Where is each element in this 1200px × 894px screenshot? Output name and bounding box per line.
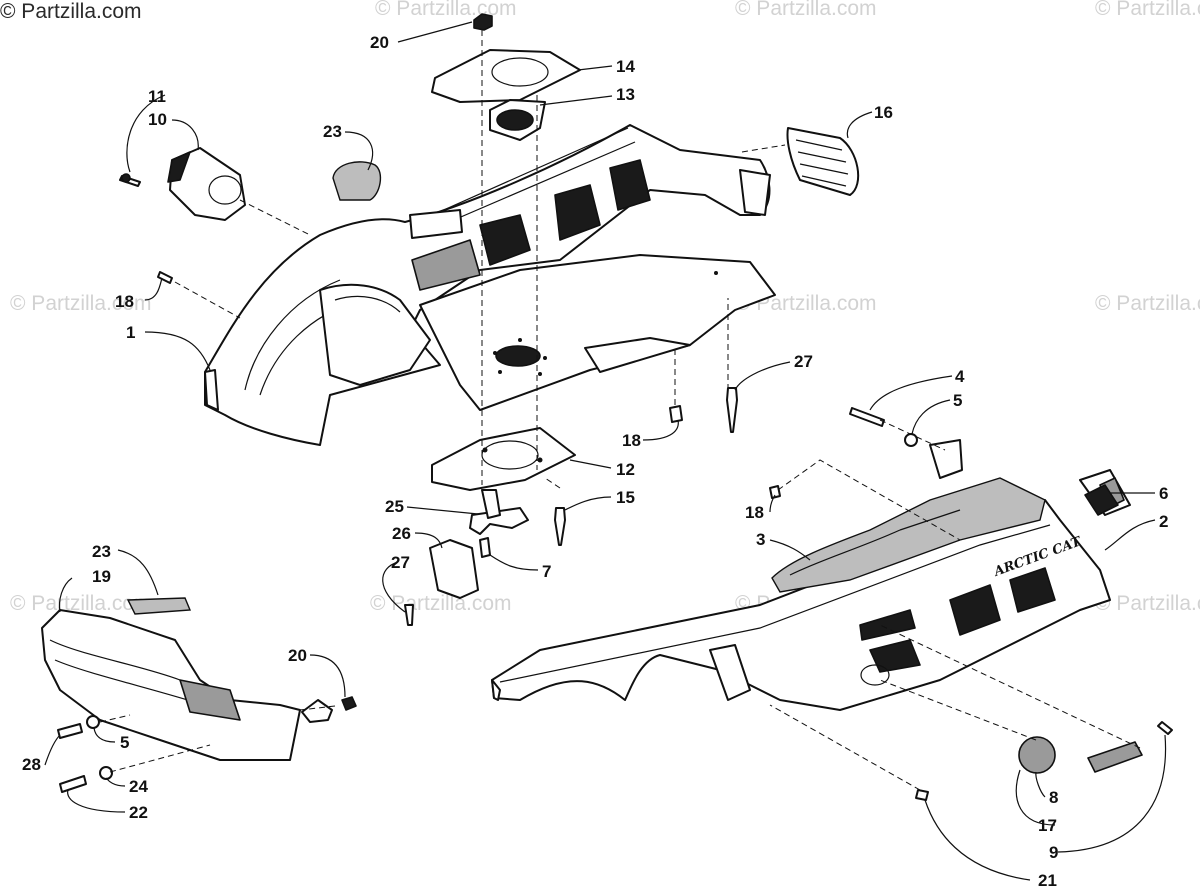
callout-14: 14 xyxy=(616,57,635,76)
callout-10: 10 xyxy=(148,110,167,129)
bottom-plate xyxy=(419,254,776,411)
callout-3: 3 xyxy=(756,530,765,549)
callout-18: 18 xyxy=(745,503,764,522)
watermark-top-left: © Partzilla.com xyxy=(0,0,142,23)
cap-part-17 xyxy=(1018,736,1056,774)
watermark-faded: © Partzilla.com xyxy=(1095,292,1200,315)
callout-17: 17 xyxy=(1038,816,1057,835)
callout-5: 5 xyxy=(953,391,962,410)
callout-11: 11 xyxy=(148,87,166,106)
callout-26: 26 xyxy=(392,524,411,543)
belly-pan-part-1 xyxy=(204,124,771,446)
callout-18: 18 xyxy=(115,292,134,311)
gasket-part-13 xyxy=(489,99,546,141)
callout-27: 27 xyxy=(391,553,410,572)
rivet-part-27 xyxy=(726,387,738,433)
callout-20: 20 xyxy=(370,33,389,52)
tray-part-19 xyxy=(41,597,301,761)
rivet-part-27b xyxy=(404,604,414,626)
watermark-faded: © Partzilla.com xyxy=(10,292,152,315)
screw-part-18 xyxy=(669,405,683,423)
callout-15: 15 xyxy=(616,488,635,507)
reflector-part-8 xyxy=(1087,741,1143,773)
callout-13: 13 xyxy=(616,85,635,104)
callout-25: 25 xyxy=(385,497,404,516)
screw-part-28 xyxy=(57,723,83,739)
bracket-part-25b xyxy=(481,489,501,519)
callout-21: 21 xyxy=(1038,871,1057,890)
callout-5: 5 xyxy=(120,733,129,752)
vent-boot-part-10 xyxy=(119,147,246,221)
callout-16: 16 xyxy=(874,103,893,122)
bracket-part-25 xyxy=(469,507,529,535)
grille-part-16 xyxy=(786,127,860,196)
base-part-2: ARCTIC CAT xyxy=(491,469,1131,711)
callouts: 20 14 13 11 10 23 16 18 1 27 4 5 18 12 1… xyxy=(22,33,1168,890)
callout-8: 8 xyxy=(1049,788,1058,807)
callout-19: 19 xyxy=(92,567,111,586)
washer-part-5c xyxy=(86,715,100,729)
callout-23: 23 xyxy=(92,542,111,561)
watermark-faded: © Partzilla.com xyxy=(1095,592,1200,615)
badge-part-23 xyxy=(332,161,382,201)
callout-24: 24 xyxy=(129,777,148,796)
mount-plate-part-12 xyxy=(431,427,576,491)
callout-6: 6 xyxy=(1159,484,1168,503)
callout-22: 22 xyxy=(129,803,148,822)
watermark-faded: © Partzilla.com xyxy=(1095,0,1200,20)
watermark-faded: © Partzilla.com xyxy=(735,0,877,20)
screw-part-21 xyxy=(915,789,929,801)
washer-part-24 xyxy=(99,766,113,780)
rivet-part-15 xyxy=(554,507,566,546)
screw-part-18c xyxy=(769,485,781,499)
bracket-part-20b xyxy=(301,699,333,723)
bracket-part-5b xyxy=(929,439,963,479)
speaker-part-6 xyxy=(1084,484,1119,516)
callout-2: 2 xyxy=(1159,512,1168,531)
callout-23: 23 xyxy=(323,122,342,141)
screw-part-22 xyxy=(59,775,87,793)
mount-plate-part-14 xyxy=(431,49,581,103)
callout-18: 18 xyxy=(622,431,641,450)
nut-part-20b xyxy=(341,696,357,711)
screw-part-18 xyxy=(157,271,173,284)
callout-9: 9 xyxy=(1049,843,1058,862)
screw-part-9 xyxy=(1157,721,1173,735)
callout-20: 20 xyxy=(288,646,307,665)
watermark-faded: © Partzilla.com xyxy=(370,592,512,615)
bracket-part-26 xyxy=(429,539,479,599)
watermark-faded: © Partzilla.com xyxy=(10,592,152,615)
bolt-part-4 xyxy=(849,407,885,427)
callout-12: 12 xyxy=(616,460,635,479)
callout-28: 28 xyxy=(22,755,41,774)
callout-27: 27 xyxy=(794,352,813,371)
callout-7: 7 xyxy=(542,562,551,581)
washer-part-5 xyxy=(904,433,918,447)
watermark-faded: © Partzilla.com xyxy=(375,0,517,20)
nut-part-20 xyxy=(473,13,493,31)
leader-lines xyxy=(44,21,1167,881)
screw-part-7 xyxy=(479,537,491,558)
callout-4: 4 xyxy=(955,367,965,386)
callout-1: 1 xyxy=(126,323,135,342)
